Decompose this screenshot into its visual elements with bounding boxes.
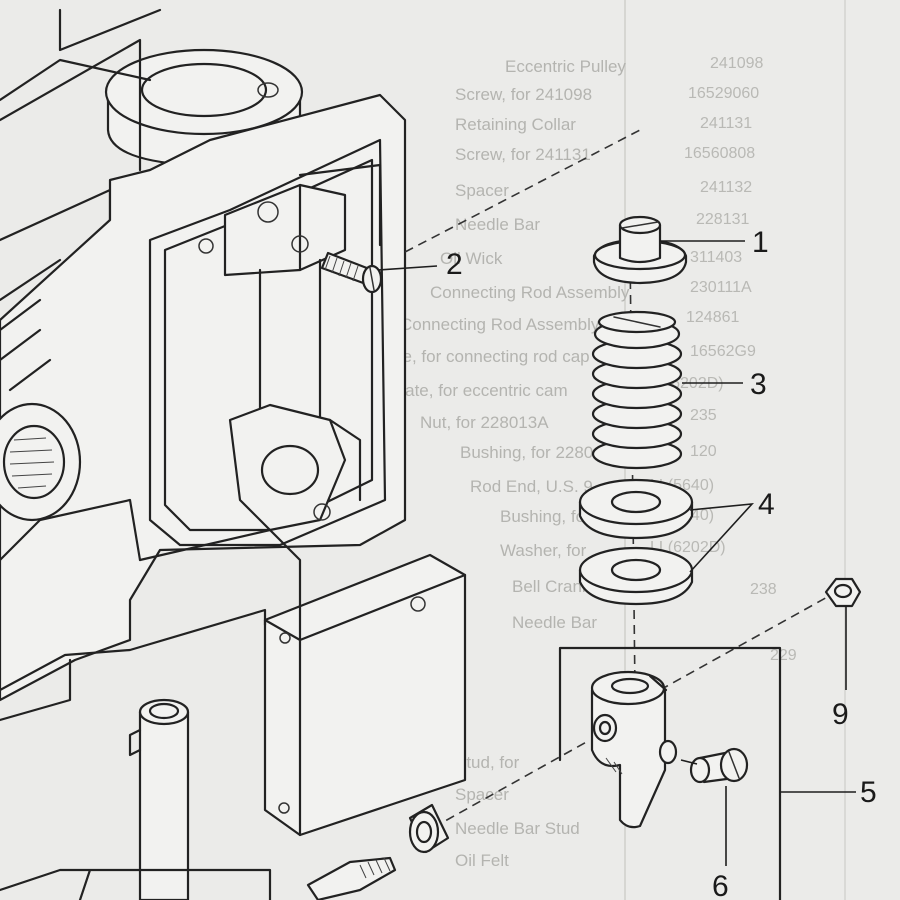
bleed-description: Nut, for 228013A (420, 413, 549, 432)
bleed-part-number: 229 (770, 647, 797, 664)
bleed-part-number: 241131 (700, 115, 752, 132)
centerline-nut (660, 590, 840, 690)
part-9-nut (826, 579, 860, 606)
part-3-spring (593, 312, 681, 468)
part-1-stud (594, 217, 686, 283)
bleed-description: Connecting Rod Assembly (430, 283, 630, 302)
bleed-part-number: 238 (750, 581, 777, 598)
bleed-part-number: 228131 (696, 211, 749, 228)
callout-9: 9 (832, 698, 849, 731)
callout-4: 4 (758, 488, 775, 521)
bleed-part-number: 311403 (690, 249, 742, 266)
bleed-description: Retaining Collar (455, 115, 576, 134)
bleed-part-number: 124861 (686, 309, 739, 326)
bleed-part-number: 16529060 (688, 85, 759, 102)
bleed-part-number: 241132 (700, 179, 752, 196)
bleed-description: Rod End, U.S. 9 (470, 477, 593, 496)
part-5-clamp-block (560, 648, 780, 900)
part-6-screw (681, 749, 747, 782)
bleed-part-number: 120 (690, 443, 717, 460)
bleed-part-number: 230111A (690, 279, 752, 296)
bleed-description: Needle Bar Stud (455, 819, 580, 838)
bleed-description: Screw, for 241131 (455, 145, 591, 164)
bleed-description: Plate, for eccentric cam (390, 381, 568, 400)
bleed-description: Washer, for (500, 541, 587, 560)
callout-6: 6 (712, 870, 729, 900)
bleed-description: Bushing, for (500, 507, 591, 526)
bleed-description: Needle Bar (512, 613, 597, 632)
bleed-description: Eccentric Pulley (505, 57, 626, 76)
frame-casting (0, 10, 465, 900)
bleed-description: Needle Bar (455, 215, 540, 234)
bleed-description: Oil Felt (455, 851, 509, 870)
callout-2: 2 (446, 248, 463, 281)
bleed-part-number: 241098 (710, 55, 763, 72)
callout-5: 5 (860, 776, 877, 809)
bleed-description: Connecting Rod Assembly (400, 315, 600, 334)
callout-3: 3 (750, 368, 767, 401)
callout-1: 1 (752, 226, 769, 259)
bleed-part-number: 16562G9 (690, 343, 756, 360)
bleed-description: Spacer (455, 785, 509, 804)
bleed-description: Spacer (455, 181, 509, 200)
bleed-part-number: 235 (690, 407, 717, 424)
bleed-description: Screw, for 241098 (455, 85, 592, 104)
bleed-part-number: 16560808 (684, 145, 755, 162)
